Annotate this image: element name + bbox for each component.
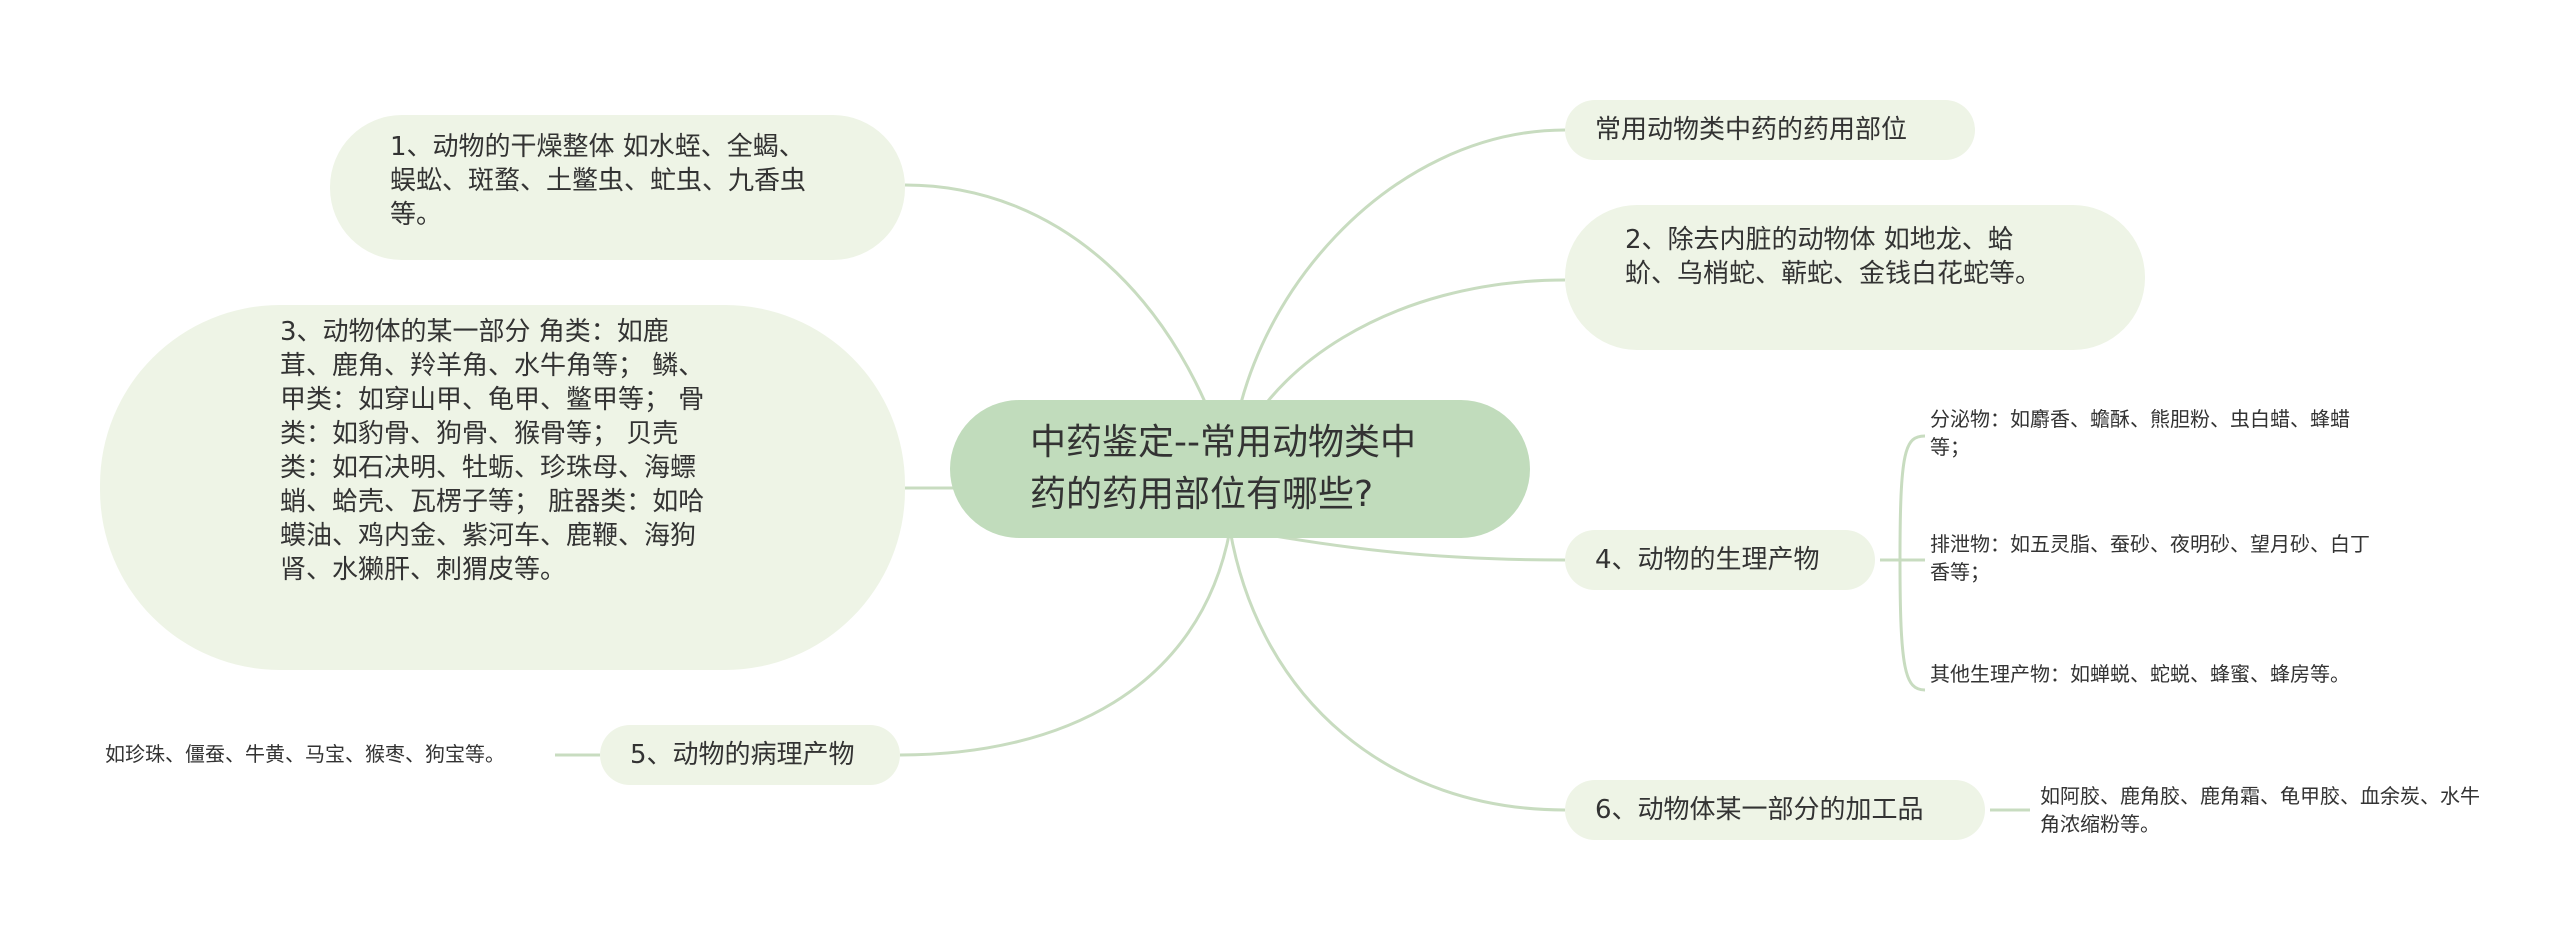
branch-item-2-text: 2、除去内脏的动物体 如地龙、蛤蚧、乌梢蛇、蕲蛇、金钱白花蛇等。	[1625, 225, 2042, 289]
link-item4-brace	[1880, 434, 1926, 692]
branch-item-5-label: 5、动物的病理产物	[630, 740, 855, 770]
link-topic	[1228, 128, 1566, 471]
branch-item-4[interactable]: 4、动物的生理产物	[1565, 530, 1875, 590]
item-4-sub-other-text: 其他生理产物：如蝉蜕、蛇蜕、蜂蜜、蜂房等。	[1930, 662, 2350, 686]
branch-item-4-label: 4、动物的生理产物	[1595, 545, 1820, 575]
item-6-detail[interactable]: 如阿胶、鹿角胶、鹿角霜、龟甲胶、血余炭、水牛角浓缩粉等。	[2040, 782, 2480, 838]
branch-topic-label: 常用动物类中药的药用部位	[1595, 115, 1908, 145]
branch-item-3-text: 3、动物体的某一部分 角类：如鹿茸、鹿角、羚羊角、水牛角等； 鳞、甲类：如穿山甲…	[280, 317, 705, 585]
branch-item-5[interactable]: 5、动物的病理产物	[600, 725, 900, 785]
link-item5	[899, 529, 1232, 757]
branch-item-1[interactable]: 1、动物的干燥整体 如水蛭、全蝎、蜈蚣、斑蝥、土鳖虫、虻虫、九香虫等。	[330, 115, 905, 260]
central-topic-text: 中药鉴定--常用动物类中药的药用部位有哪些?	[1030, 422, 1416, 515]
central-topic[interactable]: 中药鉴定--常用动物类中药的药用部位有哪些?	[950, 400, 1530, 538]
item-4-sub-secretion[interactable]: 分泌物：如麝香、蟾酥、熊胆粉、虫白蜡、蜂蜡等；	[1930, 405, 2380, 461]
item-4-sub-excretion[interactable]: 排泄物：如五灵脂、蚕砂、夜明砂、望月砂、白丁香等；	[1930, 530, 2380, 586]
branch-item-3[interactable]: 3、动物体的某一部分 角类：如鹿茸、鹿角、羚羊角、水牛角等； 鳞、甲类：如穿山甲…	[100, 305, 905, 670]
item-5-detail[interactable]: 如珍珠、僵蚕、牛黄、马宝、猴枣、狗宝等。	[105, 740, 545, 768]
branch-item-6-label: 6、动物体某一部分的加工品	[1595, 795, 1924, 825]
item-4-sub-other[interactable]: 其他生理产物：如蝉蜕、蛇蜕、蜂蜜、蜂房等。	[1930, 660, 2380, 688]
item-6-detail-text: 如阿胶、鹿角胶、鹿角霜、龟甲胶、血余炭、水牛角浓缩粉等。	[2040, 784, 2480, 836]
branch-topic[interactable]: 常用动物类中药的药用部位	[1565, 100, 1975, 160]
item-5-detail-text: 如珍珠、僵蚕、牛黄、马宝、猴枣、狗宝等。	[105, 742, 505, 766]
link-item6	[1228, 529, 1566, 812]
item-4-sub-secretion-text: 分泌物：如麝香、蟾酥、熊胆粉、虫白蜡、蜂蜡等；	[1930, 407, 2350, 459]
branch-item-6[interactable]: 6、动物体某一部分的加工品	[1565, 780, 1985, 840]
item-4-sub-excretion-text: 排泄物：如五灵脂、蚕砂、夜明砂、望月砂、白丁香等；	[1930, 532, 2370, 584]
branch-item-2[interactable]: 2、除去内脏的动物体 如地龙、蛤蚧、乌梢蛇、蕲蛇、金钱白花蛇等。	[1565, 205, 2145, 350]
branch-item-1-text: 1、动物的干燥整体 如水蛭、全蝎、蜈蚣、斑蝥、土鳖虫、虻虫、九香虫等。	[390, 132, 807, 230]
